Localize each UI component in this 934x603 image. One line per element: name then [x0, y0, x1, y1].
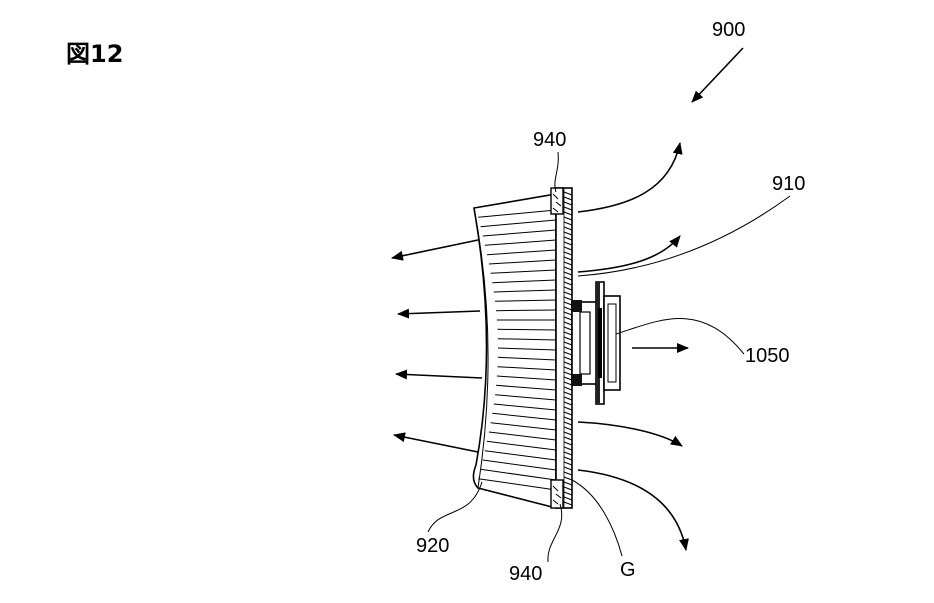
label-940-top: 940	[533, 129, 566, 151]
airflow-left-arrows	[391, 239, 483, 453]
label-940-bottom: 940	[509, 563, 542, 585]
airflow-right-arrows	[577, 142, 689, 551]
spacer-bottom	[550, 479, 564, 509]
pointer-arrow-900	[691, 47, 744, 103]
label-910: 910	[772, 173, 805, 195]
figure-title: 図12	[66, 40, 123, 68]
label-920: 920	[416, 535, 449, 557]
leader-lines	[427, 151, 791, 563]
heat-sink-fins	[472, 193, 557, 510]
label-1050: 1050	[745, 345, 790, 367]
base-plate	[555, 187, 573, 509]
spacer-top	[550, 187, 564, 215]
led-module	[571, 281, 621, 405]
label-G: G	[620, 559, 636, 581]
label-900: 900	[712, 19, 745, 41]
